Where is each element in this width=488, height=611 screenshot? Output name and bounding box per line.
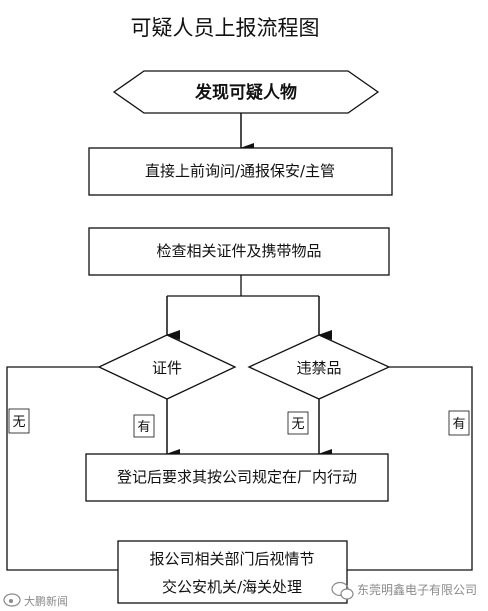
result-report-box <box>117 540 348 604</box>
watermark-left: 大鹏新闻 <box>24 594 68 608</box>
result-register-box <box>85 453 389 502</box>
step2-box <box>88 227 390 276</box>
watermark-right: 东莞明鑫电子有限公司 <box>357 582 477 597</box>
weibo-logo-icon <box>3 593 21 607</box>
step2-label: 检查相关证件及携带物品 <box>156 242 321 260</box>
step1-box <box>88 147 393 196</box>
edge-label-left-none: 无 <box>12 415 25 430</box>
path-right-yes <box>347 366 473 571</box>
edge-label-left-yes: 有 <box>137 420 150 435</box>
result-report-line2: 交公安机关/海关处理 <box>162 578 302 596</box>
page-title: 可疑人员上报流程图 <box>131 16 320 40</box>
result-register-label: 登记后要求其按公司规定在厂内行动 <box>117 468 357 486</box>
edge-label-right-none-box <box>287 411 309 435</box>
decision-right-label: 违禁品 <box>296 359 341 377</box>
edge-label-right-yes: 有 <box>452 417 465 432</box>
decision-left-label: 证件 <box>152 359 182 377</box>
edge-label-right-yes-box <box>448 410 470 436</box>
path-left-none <box>6 366 118 571</box>
edge-label-right-none: 无 <box>291 417 304 432</box>
result-report-line1: 报公司相关部门后视情节 <box>149 550 314 568</box>
start-label: 发现可疑人物 <box>194 82 297 103</box>
step1-label: 直接上前询问/通报保安/主管 <box>145 162 335 180</box>
wechat-logo-icon <box>331 581 354 600</box>
start-hexagon <box>112 70 380 114</box>
edge-label-left-none-box <box>8 408 30 434</box>
edge-label-left-yes-box <box>133 414 155 438</box>
